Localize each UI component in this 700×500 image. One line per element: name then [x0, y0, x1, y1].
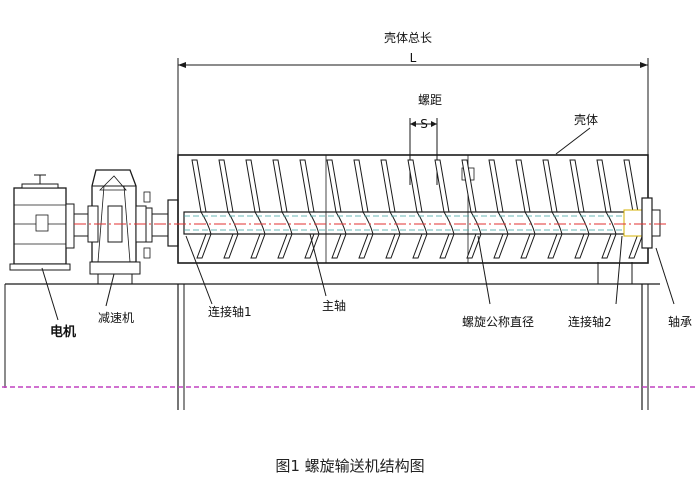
flight-helix: [551, 211, 563, 235]
flight-upper: [488, 159, 504, 213]
pitch-label: 螺距: [418, 93, 442, 107]
motor-label: 电机: [50, 324, 76, 340]
flight-lower: [331, 233, 347, 259]
flight-lower: [412, 233, 428, 259]
flight-lower: [520, 233, 536, 259]
flight-upper: [515, 159, 531, 213]
flight-upper: [596, 159, 612, 213]
flight-helix: [470, 211, 482, 235]
flight-helix: [605, 211, 617, 235]
motor: [9, 174, 89, 271]
flight-helix: [254, 211, 266, 235]
flight-helix: [389, 211, 401, 235]
figure-caption: 图1 螺旋输送机结构图: [275, 457, 425, 475]
flight-helix: [443, 211, 455, 235]
flight-upper: [245, 159, 261, 213]
flight-upper: [569, 159, 585, 213]
flight-helix: [416, 211, 428, 235]
flight-upper: [380, 159, 396, 213]
flight-upper: [191, 159, 207, 213]
coupling-shaft-2-label: 连接轴2: [568, 314, 612, 329]
flight-lower: [196, 233, 212, 259]
flight-upper: [353, 159, 369, 213]
pitch-symbol: S: [420, 117, 428, 131]
flight-lower: [439, 233, 455, 259]
tail-bearing: [623, 197, 661, 249]
flight-upper: [272, 159, 288, 213]
flight-helix: [578, 211, 590, 235]
flight-helix: [308, 211, 320, 235]
flight-upper: [434, 159, 450, 213]
flight-lower: [385, 233, 401, 259]
flight-lower: [358, 233, 374, 259]
flight-helix: [200, 211, 212, 235]
overall-length-symbol: L: [410, 51, 417, 65]
casing-callout: 壳体: [555, 113, 598, 155]
reducer-label: 减速机: [98, 311, 134, 325]
bearing-label: 轴承: [668, 314, 692, 329]
flight-helix: [281, 211, 293, 235]
flight-lower: [493, 233, 509, 259]
flight-upper: [542, 159, 558, 213]
flight-helix: [227, 211, 239, 235]
screw-flights: [191, 159, 644, 259]
casing-label: 壳体: [574, 113, 598, 127]
flight-helix: [362, 211, 374, 235]
flight-lower: [304, 233, 320, 259]
flight-helix: [524, 211, 536, 235]
flight-helix: [335, 211, 347, 235]
flight-lower: [277, 233, 293, 259]
flight-upper: [407, 159, 423, 213]
flight-lower: [250, 233, 266, 259]
flight-upper: [326, 159, 342, 213]
flight-lower: [223, 233, 239, 259]
flight-lower: [628, 233, 644, 259]
coupling-shaft-1-label: 连接轴1: [208, 304, 252, 319]
flight-upper: [218, 159, 234, 213]
nominal-diameter-label: 螺旋公称直径: [462, 315, 534, 329]
overall-length-label: 壳体总长: [384, 31, 432, 45]
flight-lower: [601, 233, 617, 259]
reducer: [87, 169, 147, 284]
flight-lower: [574, 233, 590, 259]
drive-coupling: [143, 191, 179, 259]
flight-lower: [547, 233, 563, 259]
callouts: 电机 减速机 连接轴1 主轴 螺旋公称直径 连接轴2 轴承: [41, 233, 692, 340]
overall-length-dimension: 壳体总长 L: [177, 31, 649, 160]
main-shaft-label: 主轴: [322, 298, 346, 313]
pitch-dimension: 螺距 S: [409, 93, 442, 185]
main-shaft: [183, 211, 643, 235]
flight-upper: [623, 159, 639, 213]
support-frame: [4, 262, 660, 410]
flight-lower: [466, 233, 482, 259]
flight-upper: [299, 159, 315, 213]
flight-helix: [497, 211, 509, 235]
